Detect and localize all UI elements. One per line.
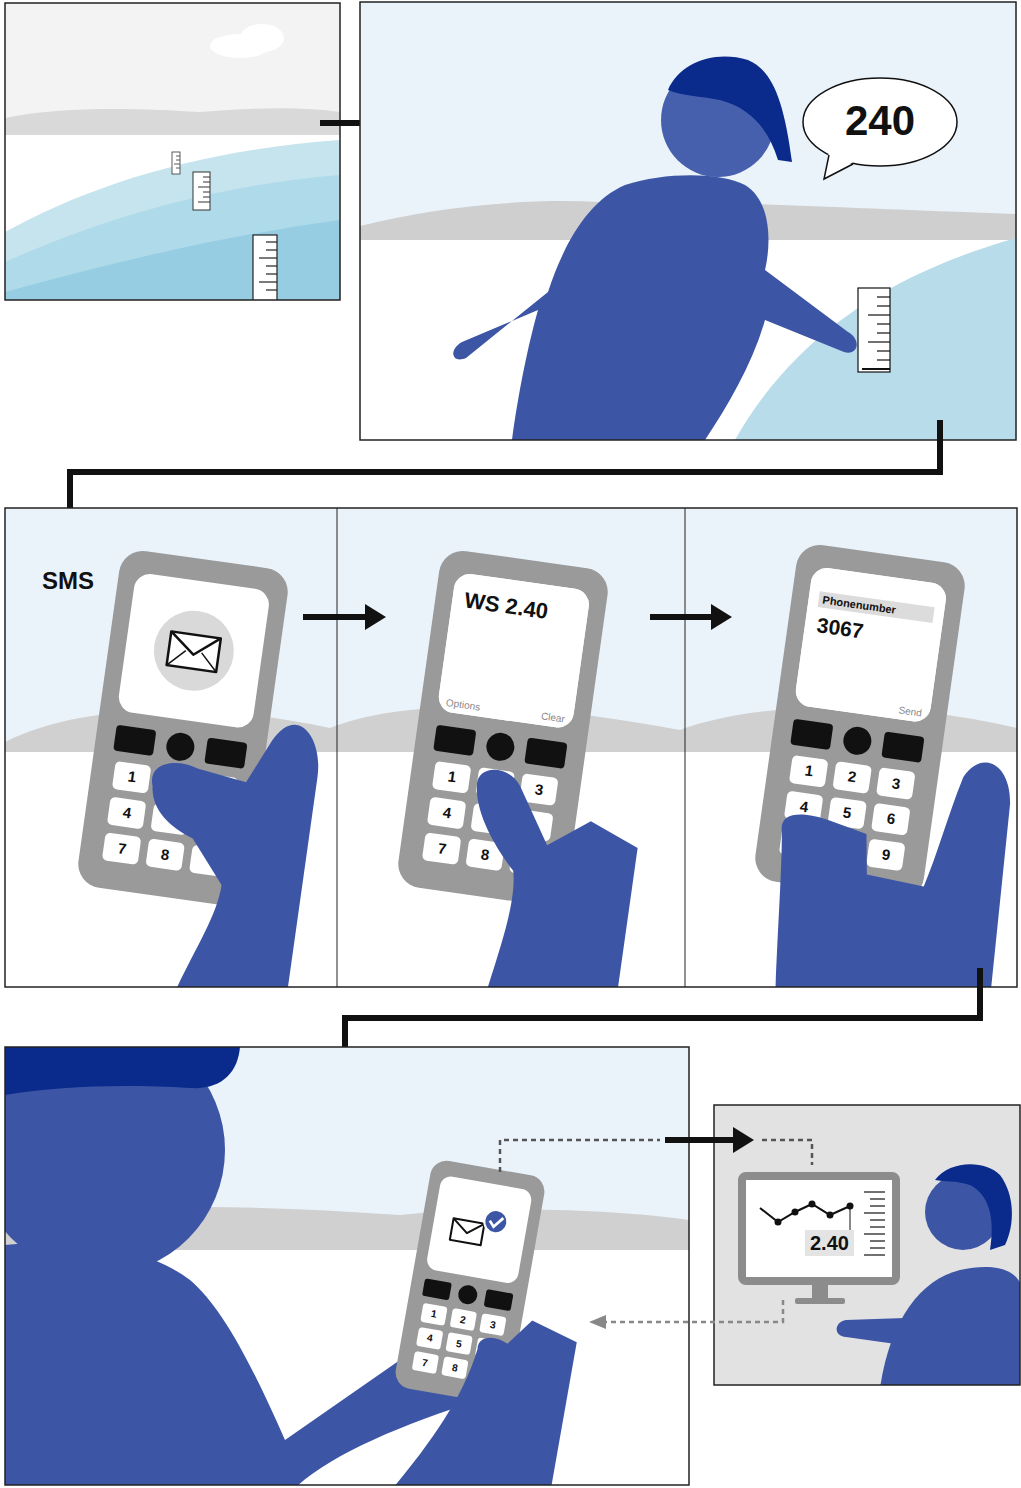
- phone-step: [730, 542, 1017, 987]
- hills: [5, 108, 340, 135]
- hand: [752, 736, 1017, 987]
- key-digit: 3: [519, 773, 559, 806]
- water: [5, 140, 340, 300]
- key-digit: 7: [102, 832, 142, 865]
- key-digit: 7: [412, 1351, 439, 1374]
- panel-frame: [5, 3, 340, 300]
- key-digit: 8: [145, 838, 185, 871]
- softkey-label: Clear: [540, 710, 565, 724]
- key-digit: 4: [784, 791, 824, 824]
- key-digit: 4: [107, 797, 147, 830]
- panel-frame: [5, 508, 1017, 987]
- water: [5, 175, 340, 300]
- chart-scale: [864, 1192, 885, 1255]
- hand: [439, 767, 646, 987]
- hand: [118, 706, 324, 987]
- key-digit: 5: [827, 797, 867, 830]
- monitor-fill: [742, 1176, 896, 1281]
- phone-screen: Phonenumber3067Send: [794, 566, 948, 724]
- icon-circle: [149, 606, 239, 696]
- ground: [5, 135, 340, 300]
- confirmation-return: [589, 1300, 783, 1329]
- key-digit: 8: [465, 838, 505, 871]
- phone-screen: WS 2.40OptionsClear: [437, 572, 591, 730]
- chart-marker: [850, 1206, 851, 1230]
- key-digit: 4: [427, 797, 467, 830]
- key-digit: 6: [871, 803, 911, 836]
- monitor-base: [795, 1298, 845, 1304]
- data-transfer: [500, 1127, 812, 1172]
- analyst-arm: [837, 1318, 910, 1346]
- office-panel: [714, 1105, 1020, 1385]
- water: [5, 220, 340, 300]
- envelope-icon: [167, 631, 221, 672]
- river-panel: [5, 3, 340, 300]
- analyst-hair: [935, 1164, 1012, 1250]
- step-heading: SMS: [42, 567, 94, 595]
- message-text: WS 2.40: [463, 588, 550, 625]
- phone-step: [57, 548, 337, 987]
- panel-frame: [714, 1105, 1020, 1385]
- sent-check: [482, 1208, 509, 1235]
- phone-number: 3067: [815, 613, 865, 643]
- monitor-screen: 2.40: [738, 1172, 900, 1285]
- sent-panel: [5, 1047, 689, 1485]
- monitor-stand: [812, 1284, 828, 1299]
- chart-points: [775, 1201, 854, 1226]
- gauge-staff: [858, 288, 890, 372]
- key-digit: 3: [876, 767, 916, 800]
- key-digit: 7: [422, 832, 462, 865]
- softkey-label: Send: [898, 704, 923, 718]
- bubble-tail-outline: [824, 155, 853, 179]
- key-digit: 1: [432, 761, 472, 794]
- panel-frame: [360, 2, 1016, 440]
- water: [735, 238, 1016, 440]
- sky: [360, 2, 1016, 440]
- key-digit: 8: [441, 1356, 468, 1379]
- chart-line: [760, 1204, 850, 1222]
- phone-step: [373, 548, 675, 987]
- gauge-staff: [193, 172, 210, 210]
- softkey-label: Options: [445, 697, 481, 713]
- key-digit: 9: [866, 839, 906, 872]
- observer-body: [453, 175, 856, 440]
- key-digit: 1: [112, 761, 152, 794]
- hand: [392, 1302, 579, 1485]
- check-mark: [489, 1216, 503, 1228]
- observer-panel: [360, 2, 1016, 440]
- key-digit: 3: [479, 1313, 506, 1336]
- speech-bubble: 240: [800, 75, 960, 170]
- observer-cap: [5, 1047, 240, 1095]
- cloud: [240, 24, 284, 52]
- gauge-staff: [172, 152, 180, 174]
- key-digit: 2: [450, 1308, 477, 1331]
- observer-cap: [668, 57, 792, 162]
- key-digit: 5: [445, 1332, 472, 1355]
- bubble-tail: [824, 151, 855, 179]
- sky: [5, 3, 340, 300]
- envelope-icon: [450, 1218, 485, 1245]
- gauge-staff: [253, 235, 277, 300]
- value-readout: 2.40: [805, 1230, 854, 1256]
- panel-frame: [5, 1047, 689, 1485]
- reading-value: 240: [800, 97, 960, 145]
- key-digit: 2: [832, 761, 872, 794]
- key-digit: 1: [789, 755, 829, 788]
